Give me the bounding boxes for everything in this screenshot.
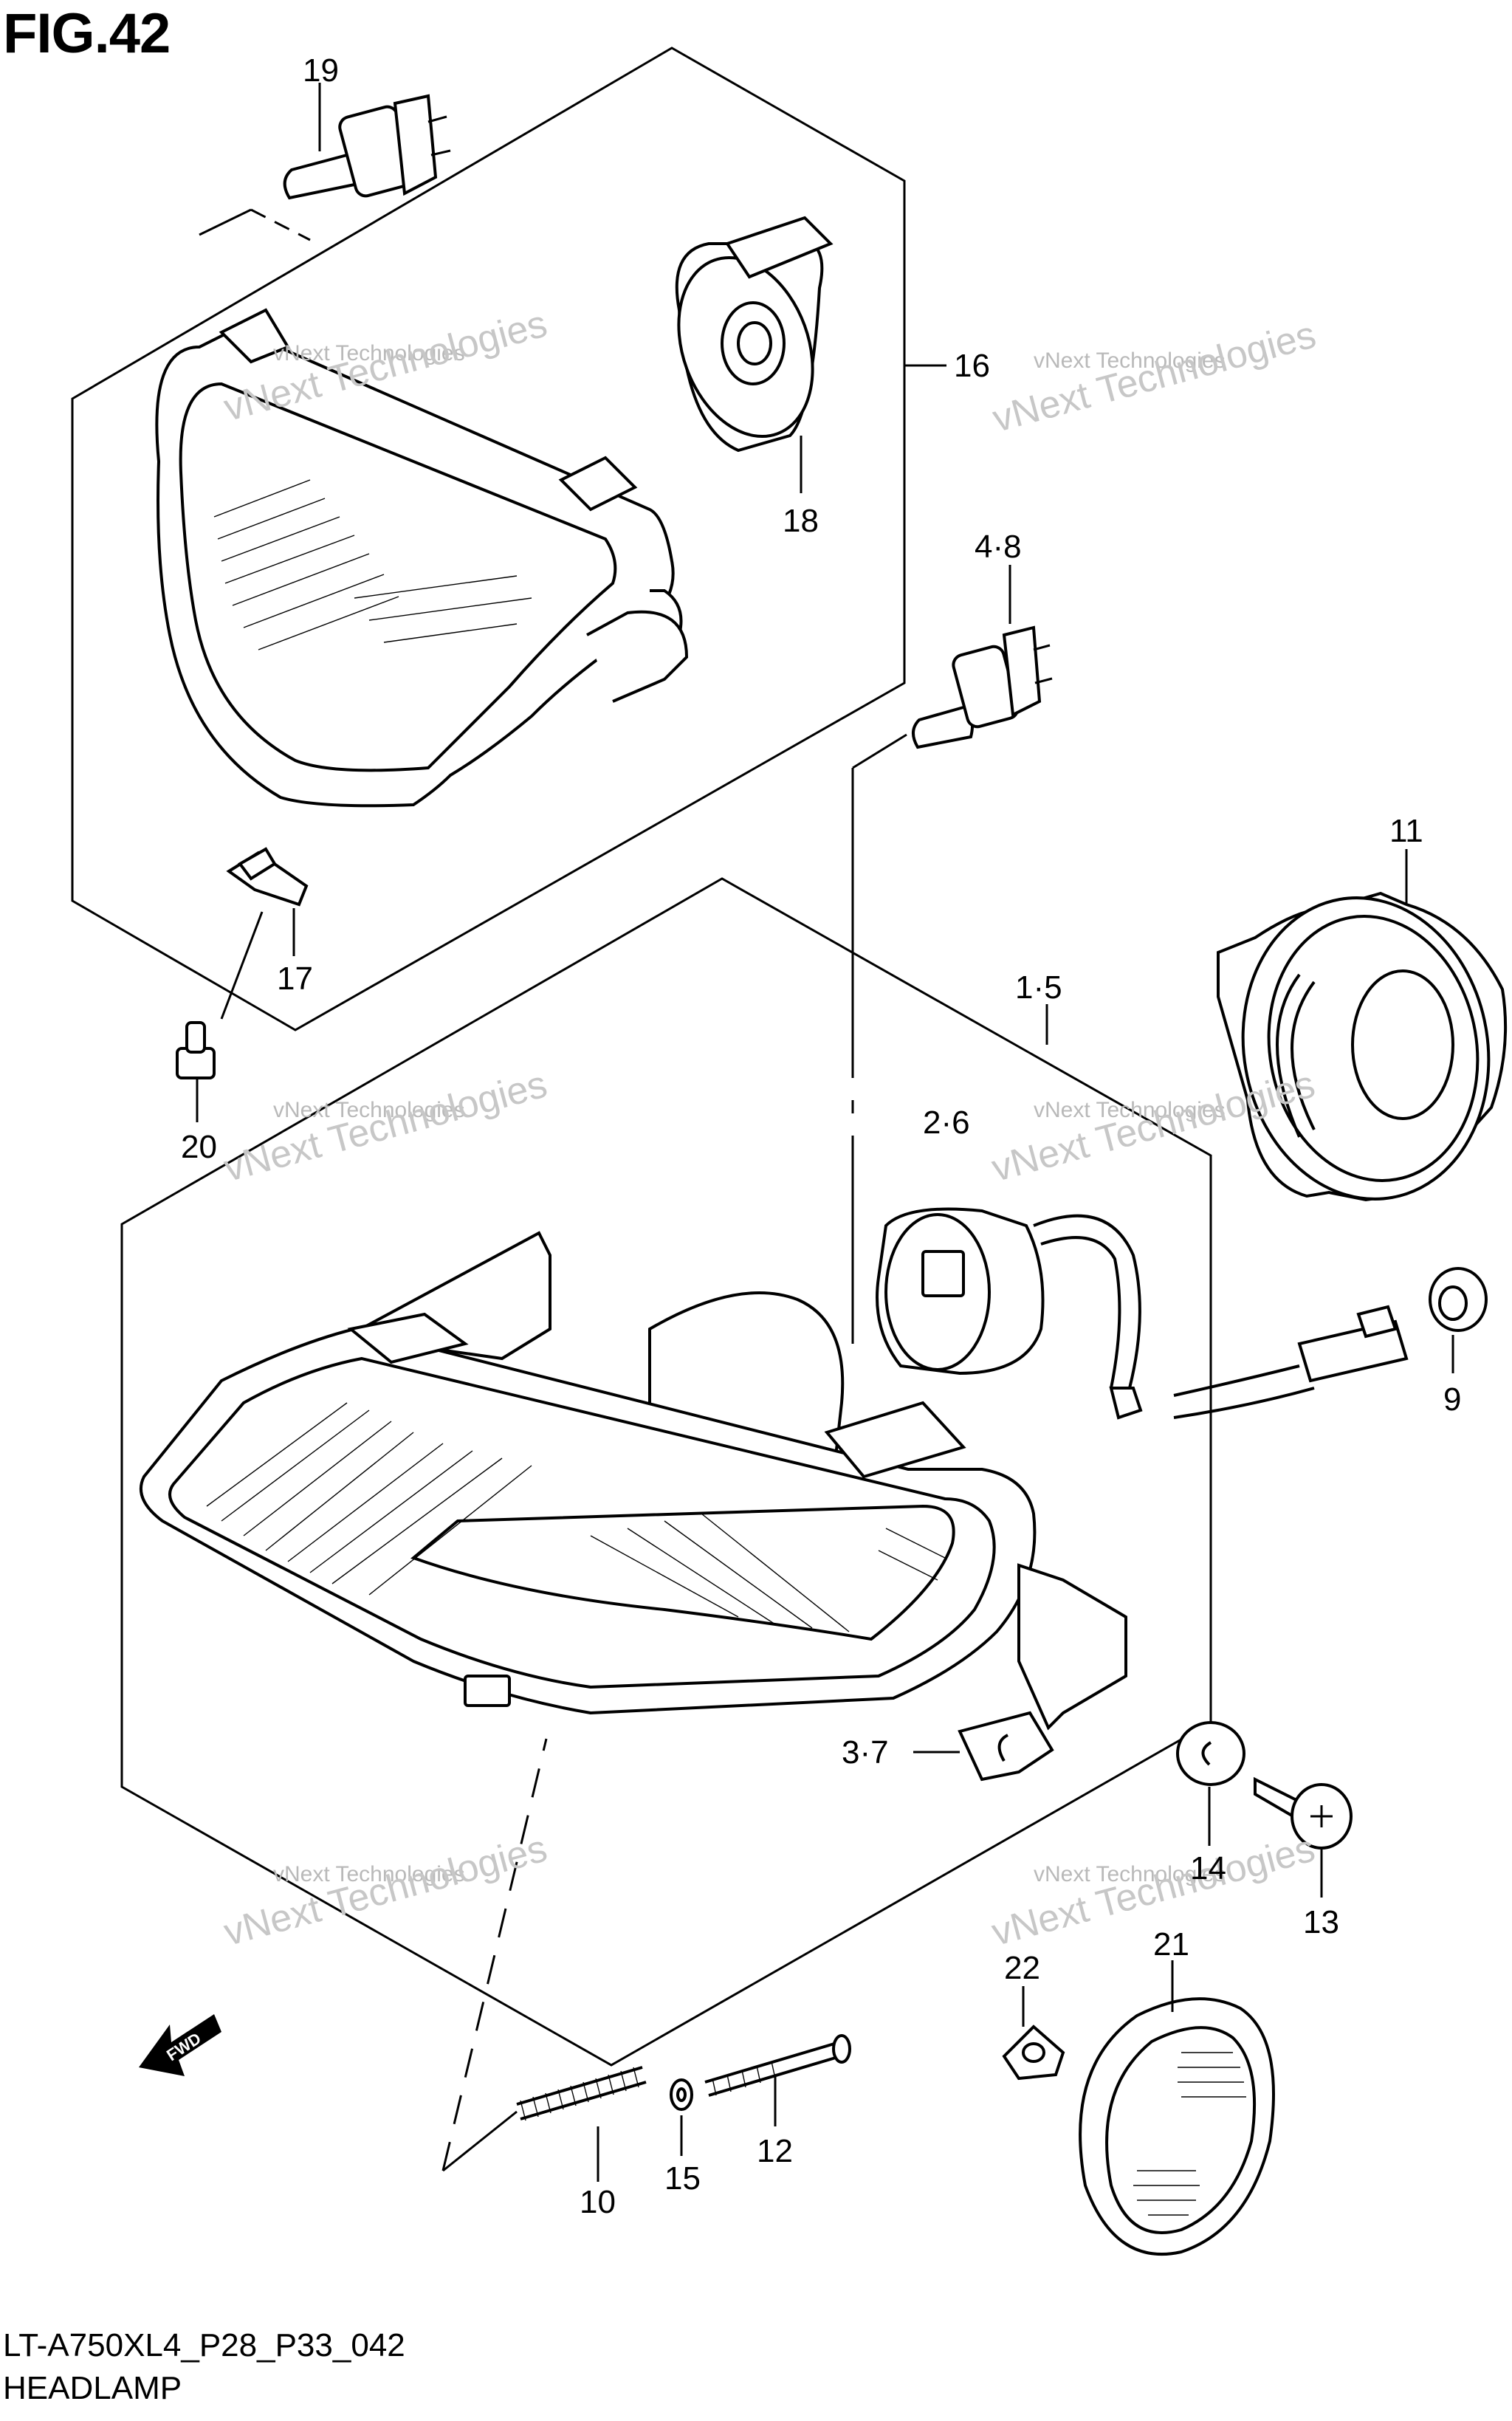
fwd-arrow-icon: FWD bbox=[139, 2014, 221, 2076]
callout-9: 9 bbox=[1443, 1381, 1461, 1418]
svg-text:vNext Technologies: vNext Technologies bbox=[1034, 348, 1226, 373]
clip-17 bbox=[226, 847, 309, 907]
callout-18: 18 bbox=[783, 503, 819, 539]
grommet-14 bbox=[1176, 1721, 1245, 1786]
upper-assembly-box bbox=[71, 47, 906, 1031]
svg-text:vNext Technologies: vNext Technologies bbox=[219, 1062, 551, 1189]
callout-13: 13 bbox=[1303, 1904, 1339, 1940]
nut-22 bbox=[1002, 2025, 1065, 2081]
grommet-9 bbox=[1429, 1267, 1488, 1332]
bulb-4-8 bbox=[912, 625, 1053, 749]
small-headlamp-unit bbox=[155, 308, 689, 808]
svg-text:vNext Technologies: vNext Technologies bbox=[273, 1862, 465, 1886]
svg-text:vNext Technologies: vNext Technologies bbox=[273, 341, 465, 365]
callout-20: 20 bbox=[181, 1129, 217, 1165]
callout-12: 12 bbox=[757, 2133, 793, 2169]
callout-14: 14 bbox=[1190, 1850, 1226, 1886]
callout-10: 10 bbox=[580, 2184, 616, 2220]
callout-17: 17 bbox=[277, 961, 313, 997]
screw-12 bbox=[704, 2034, 851, 2097]
callout-11: 11 bbox=[1389, 813, 1423, 849]
reflector-21 bbox=[1079, 1997, 1275, 2256]
callout-4-8: 4·8 bbox=[975, 529, 1022, 565]
callout-21: 21 bbox=[1153, 1926, 1189, 1962]
callout-22: 22 bbox=[1004, 1950, 1040, 1986]
figure-code: LT-A750XL4_P28_P33_042 bbox=[3, 2327, 405, 2363]
socket-cap-16 bbox=[675, 216, 834, 453]
ring-11 bbox=[1217, 891, 1508, 1202]
svg-text:vNext Technologies: vNext Technologies bbox=[273, 1098, 465, 1122]
watermark-2: vNext Technologies vNext Technologies bbox=[989, 313, 1321, 440]
svg-text:vNext Technologies: vNext Technologies bbox=[1034, 1862, 1226, 1886]
watermark-5: vNext Technologies vNext Technologies bbox=[219, 1827, 551, 1954]
socket-2-6-harness bbox=[876, 1207, 1409, 1420]
watermark-3: vNext Technologies vNext Technologies bbox=[219, 1062, 551, 1189]
washer-15 bbox=[670, 2078, 693, 2111]
screw-13 bbox=[1254, 1776, 1353, 1850]
callout-19: 19 bbox=[303, 52, 339, 89]
callout-15: 15 bbox=[664, 2160, 701, 2197]
spring-10 bbox=[516, 2066, 647, 2121]
svg-text:vNext Technologies: vNext Technologies bbox=[989, 313, 1321, 440]
svg-text:vNext Technologies: vNext Technologies bbox=[1034, 1098, 1226, 1122]
bulb-19 bbox=[283, 94, 451, 200]
callout-3-7: 3·7 bbox=[842, 1734, 889, 1771]
main-headlamp-unit bbox=[140, 1231, 1127, 1731]
callout-16: 16 bbox=[954, 348, 990, 384]
svg-text:vNext Technologies: vNext Technologies bbox=[219, 1827, 551, 1954]
bolt-20 bbox=[176, 1021, 216, 1079]
callout-1-5: 1·5 bbox=[1015, 969, 1062, 1006]
figure-title: FIG.42 bbox=[3, 2, 171, 65]
callout-2-6: 2·6 bbox=[923, 1105, 970, 1141]
figure-name: HEADLAMP bbox=[3, 2370, 182, 2406]
clip-3-7 bbox=[958, 1711, 1054, 1782]
